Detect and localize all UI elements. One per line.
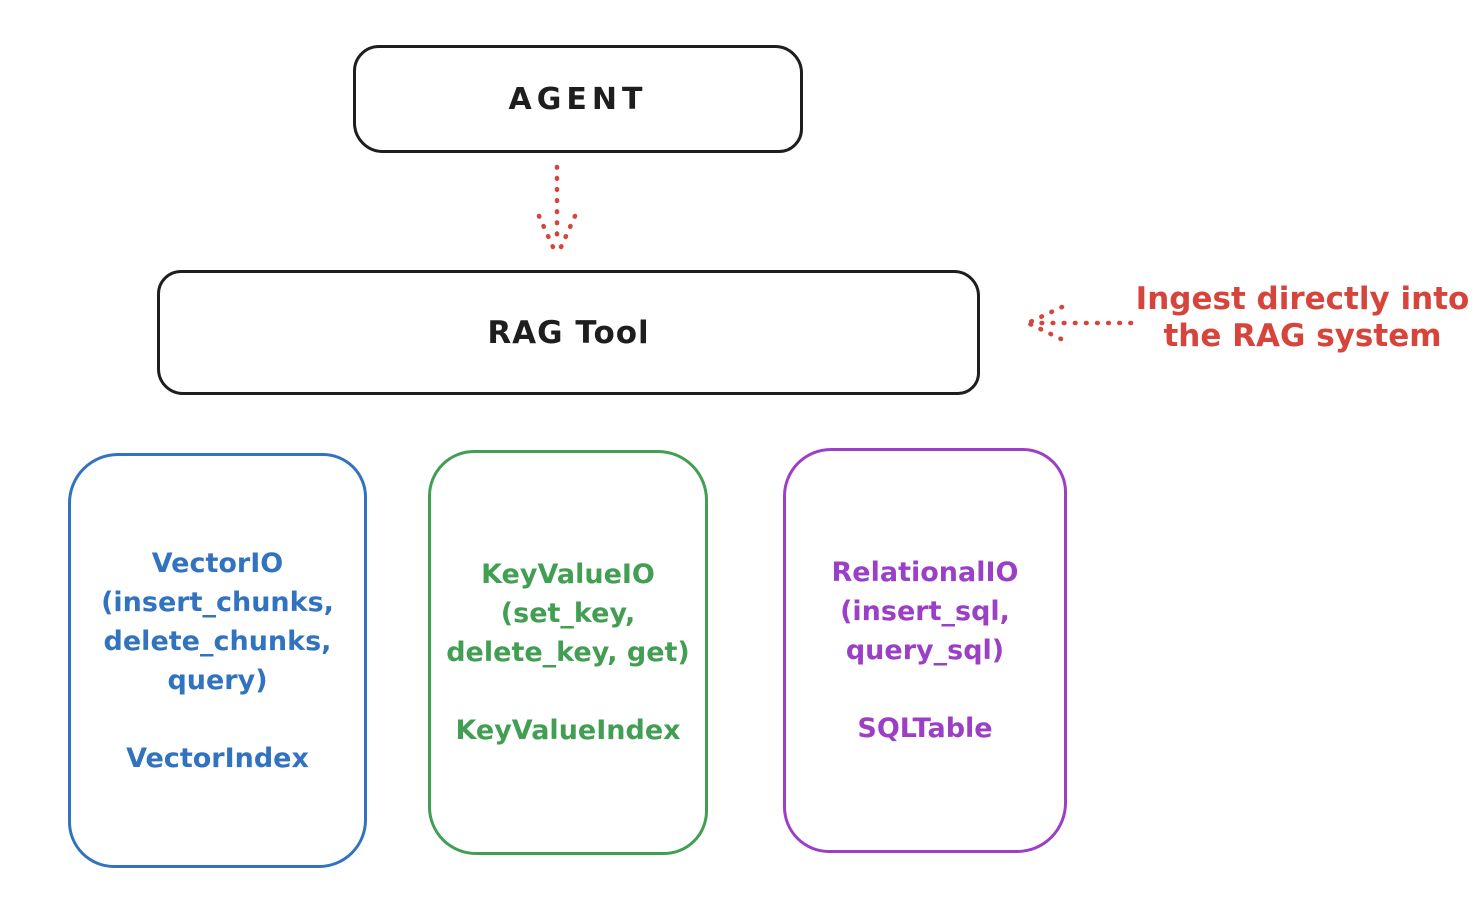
relationalio-index-label: SQLTable bbox=[857, 713, 993, 744]
keyvalueio-methods-line: (set_key, bbox=[500, 598, 636, 629]
agent-label: AGENT bbox=[508, 81, 648, 117]
ingest-annotation-line: the RAG system bbox=[1163, 318, 1442, 354]
keyvalueio-index-label: KeyValueIndex bbox=[455, 715, 681, 746]
ragtool-node: RAG Tool bbox=[157, 270, 980, 395]
ragtool-label: RAG Tool bbox=[487, 314, 650, 351]
ingest-annotation-line: Ingest directly into bbox=[1135, 281, 1470, 317]
relationalio-methods-line: (insert_sql, bbox=[840, 596, 1010, 627]
dotted-left-arrow-icon bbox=[1025, 304, 1134, 342]
vectorio-methods-line: (insert_chunks, bbox=[101, 586, 334, 618]
relationalio-title-line: RelationalIO bbox=[831, 557, 1019, 588]
keyvalueio-methods-line: delete_key, get) bbox=[446, 637, 690, 668]
dotted-down-arrow-icon bbox=[536, 164, 578, 259]
vectorio-index-label: VectorIndex bbox=[126, 742, 309, 774]
vectorio-node: VectorIO (insert_chunks, delete_chunks, … bbox=[68, 453, 367, 868]
vectorio-title-line: VectorIO bbox=[151, 547, 284, 579]
vectorio-methods-line: delete_chunks, bbox=[103, 625, 332, 657]
agent-node: AGENT bbox=[353, 45, 803, 153]
keyvalueio-node: KeyValueIO (set_key, delete_key, get) Ke… bbox=[428, 450, 708, 855]
relationalio-node: RelationalIO (insert_sql, query_sql) SQL… bbox=[783, 448, 1067, 853]
relationalio-methods-line: query_sql) bbox=[845, 635, 1005, 666]
keyvalueio-title-line: KeyValueIO bbox=[481, 559, 655, 590]
ingest-annotation: Ingest directly into the RAG system bbox=[1130, 281, 1475, 355]
vectorio-methods-line: query) bbox=[167, 664, 268, 696]
